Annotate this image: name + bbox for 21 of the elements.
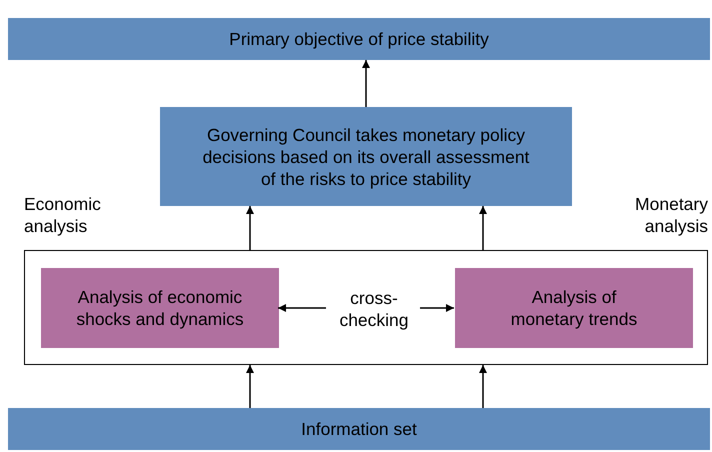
arrow: [479, 365, 487, 408]
information-box: [8, 408, 710, 450]
cross-check-label: cross-checking: [338, 287, 410, 331]
objective-box: [8, 18, 710, 60]
arrow: [362, 60, 370, 107]
analysis-frame: [24, 250, 708, 365]
decision-box: [160, 107, 572, 206]
arrow: [246, 365, 254, 408]
box-label: Governing Council takes monetary policy decisions based on its overall assessment of the risks to price stability: [202, 124, 530, 190]
arrow: [278, 304, 326, 312]
analysis-box: [41, 268, 279, 348]
arrow: [246, 206, 254, 250]
arrow: [420, 304, 454, 312]
arrow: [479, 206, 487, 250]
section-label: Monetary analysis: [634, 193, 708, 237]
box-label: Information set: [300, 418, 418, 440]
box-label: Analysis of economic shocks and dynamics: [75, 286, 245, 330]
analysis-box: [455, 268, 693, 348]
section-label: Economic analysis: [24, 193, 102, 237]
box-label: Analysis of monetary trends: [510, 286, 638, 330]
box-label: Primary objective of price stability: [228, 28, 490, 50]
